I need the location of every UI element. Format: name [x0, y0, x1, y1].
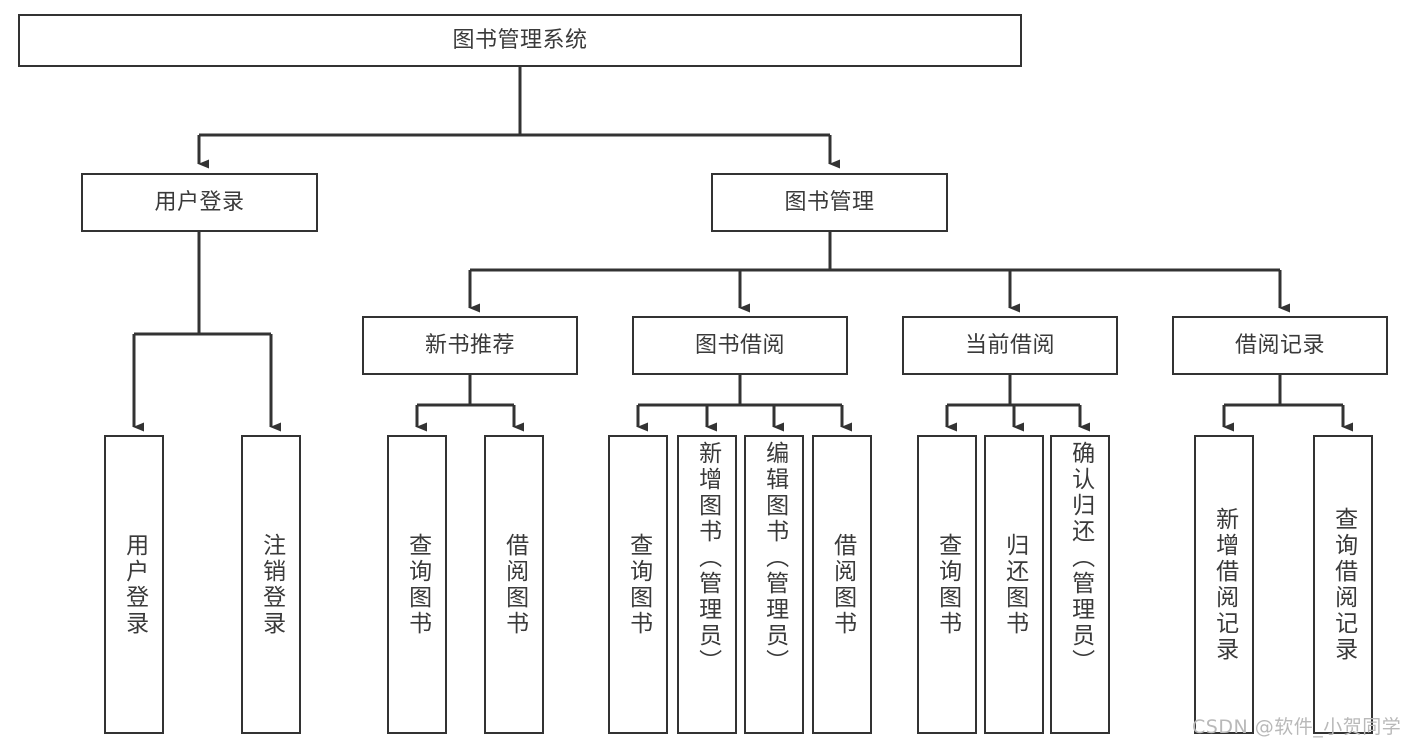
node-leaf-records-query-label: 查询借阅记录: [1330, 506, 1357, 663]
node-root[interactable]: 图书管理系统: [18, 14, 1022, 67]
node-leaf-records-query[interactable]: 查询借阅记录: [1313, 435, 1373, 734]
node-leaf-records-add-label: 新增借阅记录: [1211, 506, 1238, 663]
node-user-login[interactable]: 用户登录: [81, 173, 318, 232]
node-leaf-user-login-label: 用户登录: [121, 532, 148, 637]
node-leaf-newbook-borrow[interactable]: 借阅图书: [484, 435, 544, 734]
node-leaf-current-return[interactable]: 归还图书: [984, 435, 1044, 734]
node-borrow-records[interactable]: 借阅记录: [1172, 316, 1388, 375]
node-leaf-current-confirm-label: 确认归还（管理员）: [1067, 441, 1094, 675]
csdn-watermark: CSDN @软件_小贺同学: [1192, 716, 1402, 738]
node-book-borrow-label: 图书借阅: [694, 332, 785, 358]
node-leaf-records-add[interactable]: 新增借阅记录: [1194, 435, 1254, 734]
node-new-book-recommend[interactable]: 新书推荐: [362, 316, 578, 375]
node-leaf-logout-label: 注销登录: [258, 532, 285, 637]
node-leaf-newbook-query[interactable]: 查询图书: [387, 435, 447, 734]
node-leaf-borrow-query-label: 查询图书: [625, 532, 652, 637]
node-new-book-recommend-label: 新书推荐: [424, 332, 515, 358]
node-book-borrow[interactable]: 图书借阅: [632, 316, 848, 375]
node-current-borrow-label: 当前借阅: [964, 332, 1055, 358]
node-leaf-borrow-edit[interactable]: 编辑图书（管理员）: [744, 435, 804, 734]
node-leaf-newbook-borrow-label: 借阅图书: [501, 532, 528, 637]
node-leaf-current-query[interactable]: 查询图书: [917, 435, 977, 734]
node-leaf-user-login[interactable]: 用户登录: [104, 435, 164, 734]
node-leaf-borrow-add[interactable]: 新增图书（管理员）: [677, 435, 737, 734]
node-leaf-borrow-lend[interactable]: 借阅图书: [812, 435, 872, 734]
node-leaf-logout[interactable]: 注销登录: [241, 435, 301, 734]
node-leaf-borrow-edit-label: 编辑图书（管理员）: [761, 441, 788, 675]
node-leaf-current-query-label: 查询图书: [934, 532, 961, 637]
node-book-management-label: 图书管理: [784, 189, 875, 215]
node-leaf-borrow-lend-label: 借阅图书: [829, 532, 856, 637]
node-current-borrow[interactable]: 当前借阅: [902, 316, 1118, 375]
node-leaf-borrow-add-label: 新增图书（管理员）: [694, 441, 721, 675]
node-book-management[interactable]: 图书管理: [711, 173, 948, 232]
node-leaf-current-return-label: 归还图书: [1001, 532, 1028, 637]
node-root-label: 图书管理系统: [452, 27, 588, 53]
node-user-login-label: 用户登录: [154, 189, 245, 215]
node-leaf-borrow-query[interactable]: 查询图书: [608, 435, 668, 734]
node-leaf-current-confirm[interactable]: 确认归还（管理员）: [1050, 435, 1110, 734]
node-borrow-records-label: 借阅记录: [1234, 332, 1325, 358]
node-leaf-newbook-query-label: 查询图书: [404, 532, 431, 637]
